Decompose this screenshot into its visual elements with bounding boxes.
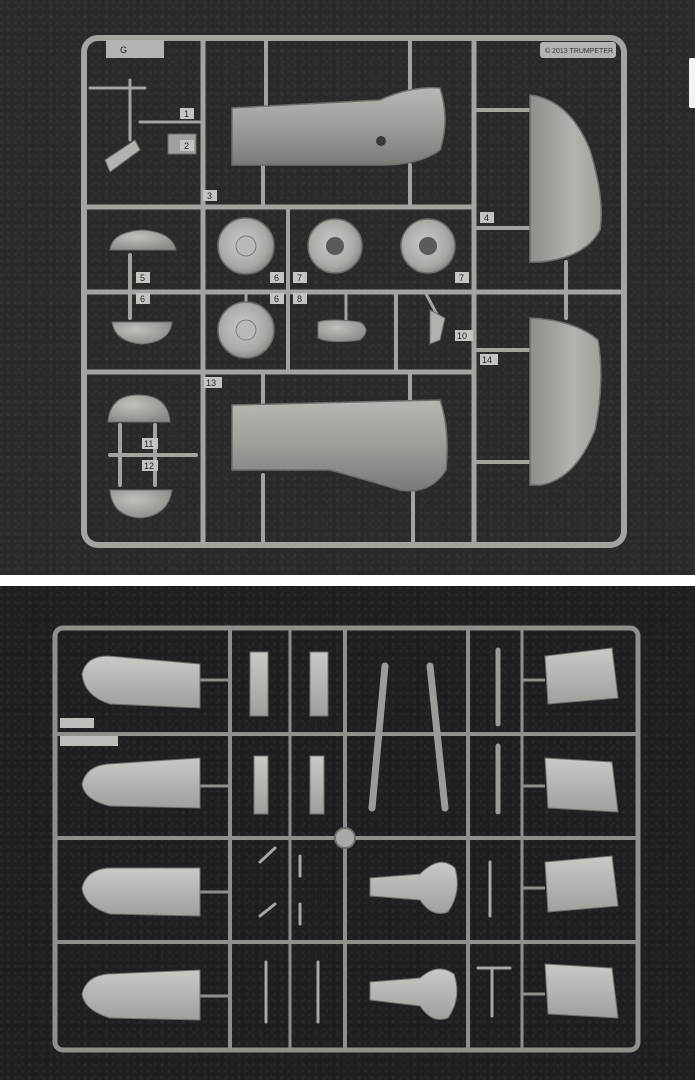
right-panel-parts	[544, 647, 619, 1019]
wheel-hub	[235, 235, 257, 257]
spinner-half	[107, 394, 171, 423]
fuselage-half-lower	[231, 399, 448, 492]
panel-part	[544, 855, 619, 913]
fuselage-half-upper	[231, 87, 446, 166]
wheel-group	[217, 217, 456, 359]
part-number: 13	[206, 378, 216, 388]
part-number: 8	[297, 294, 302, 304]
part-number: 6	[274, 273, 279, 283]
sprue-letter: G	[120, 45, 127, 55]
vertical-plate-parts	[249, 651, 329, 815]
part-number: 12	[144, 461, 154, 471]
panel-part	[544, 647, 619, 705]
part-number: 3	[207, 191, 212, 201]
plate-part	[253, 755, 269, 815]
tail-fin-part	[369, 861, 458, 914]
panel-part	[81, 655, 201, 709]
part-number: 4	[484, 213, 489, 223]
sprue-letter-tag	[106, 40, 164, 58]
copyright-text: © 2013 TRUMPETER	[545, 47, 613, 55]
cowl-cap	[109, 229, 177, 251]
plate-part	[309, 755, 325, 815]
small-tab-part	[60, 718, 94, 728]
small-rod-parts	[258, 846, 512, 1024]
panel-part	[81, 757, 201, 809]
part-number: 6	[274, 294, 279, 304]
sprue-frame-bottom	[52, 625, 641, 1053]
spinner-half	[109, 489, 173, 519]
plate-part	[309, 651, 329, 717]
part-number: 7	[297, 273, 302, 283]
panel-part	[81, 969, 201, 1021]
panel-part	[544, 963, 619, 1019]
side-scroll-tab[interactable]	[689, 58, 695, 108]
left-panel-parts	[60, 655, 201, 1021]
sprue-g-tree: G © 2013 TRUMPETER	[81, 35, 627, 548]
part-number: 7	[459, 273, 464, 283]
wing-panel-lower	[529, 317, 602, 486]
sprue-frame	[81, 35, 627, 548]
wheel-hub	[419, 237, 437, 255]
part-number: 1	[184, 109, 189, 119]
part-number: 6	[140, 294, 145, 304]
part-number-tags: 1 2 3 4 5 6 6 6 7 7 8 10 11 12 13 14	[136, 108, 498, 471]
panel-part	[81, 867, 201, 917]
landing-gear-strut	[104, 139, 141, 173]
sprue-photo-top: G © 2013 TRUMPETER	[0, 0, 695, 575]
part-number: 5	[140, 273, 145, 283]
plate-part	[249, 651, 269, 717]
part-number: 2	[184, 141, 189, 151]
small-lever-part	[429, 309, 446, 345]
part-number: 11	[144, 439, 153, 449]
sprue-photo-bottom	[0, 586, 695, 1080]
sprue-hub-marker	[334, 827, 356, 849]
part-number: 14	[482, 355, 492, 365]
long-strut-parts	[368, 647, 501, 815]
tail-fin-part	[369, 968, 458, 1020]
fuselage-hole	[376, 136, 386, 146]
copyright-tag	[540, 42, 616, 58]
sprue-second-tree	[52, 625, 641, 1053]
cowl-cap	[111, 321, 173, 345]
wheel-hub	[326, 237, 344, 255]
small-tab-part	[60, 736, 118, 746]
part-number: 10	[457, 331, 467, 341]
wing-panel-upper	[529, 94, 602, 263]
wheel-hub	[235, 319, 257, 341]
panel-part	[544, 757, 619, 813]
tail-wheel-fork	[317, 319, 367, 343]
